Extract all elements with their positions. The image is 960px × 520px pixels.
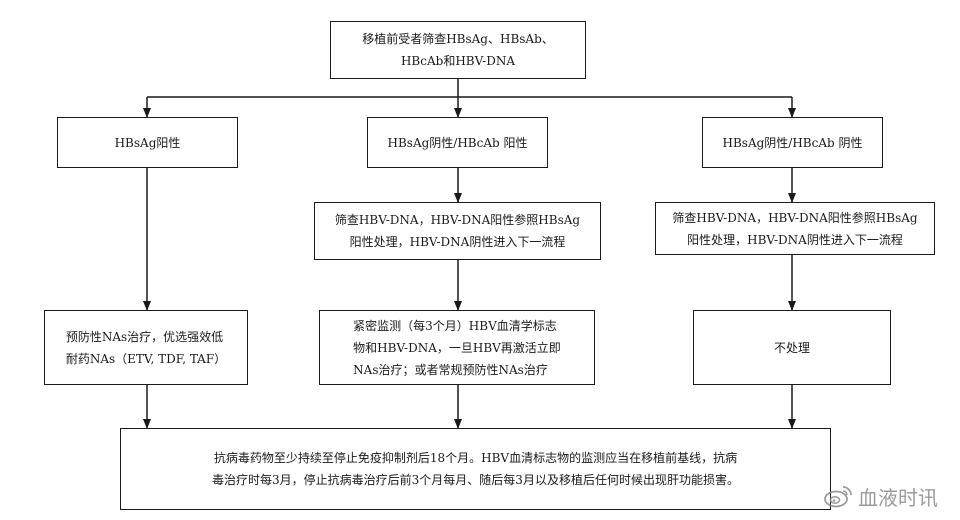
branch-2-screening-box: 筛查HBV-DNA，HBV-DNA阳性参照HBsAg 阳性处理，HBV-DNA阴… <box>314 202 601 260</box>
branch-2-treatment-line-3: NAs治疗；或者常规预防性NAs治疗 <box>353 362 548 377</box>
top-box-line-1: 移植前受者筛查HBsAg、HBsAb、 <box>362 32 554 46</box>
branch-2-status-box: HBsAg阴性/HBcAb 阳性 <box>367 117 548 168</box>
top-box-line-2: HBcAb和HBV-DNA <box>400 54 516 68</box>
branch-2-treatment-line-2: 物和HBV-DNA，一旦HBV再激活立即 <box>353 340 561 355</box>
branch-2-treatment-box: 紧密监测（每3个月）HBV血清学标志 物和HBV-DNA，一旦HBV再激活立即 … <box>319 310 595 385</box>
branch-2-status-label: HBsAg阴性/HBcAb 阳性 <box>387 135 528 150</box>
watermark: 血液时讯 <box>824 476 956 516</box>
branch-1-treatment-line-2: 耐药NAs（ETV, TDF, TAF） <box>65 351 227 366</box>
branch-2-treatment-line-1: 紧密监测（每3个月）HBV血清学标志 <box>353 318 557 333</box>
branch-2-screening-line-1: 筛查HBV-DNA，HBV-DNA阳性参照HBsAg <box>334 213 581 227</box>
branch-1-status-box: HBsAg阳性 <box>57 117 238 168</box>
branch-3-status-box: HBsAg阴性/HBcAb 阴性 <box>702 117 883 168</box>
weibo-icon <box>824 484 852 508</box>
branch-3-screening-line-2: 阳性处理，HBV-DNA阴性进入下一流程 <box>687 232 903 247</box>
bottom-summary-box: 抗病毒药物至少持续至停止免疫抑制剂后18个月。HBV血清标志物的监测应当在移植前… <box>120 428 831 510</box>
branch-3-treatment-label: 不处理 <box>773 340 810 355</box>
branch-3-treatment-box: 不处理 <box>693 310 891 385</box>
top-screening-box: 移植前受者筛查HBsAg、HBsAb、 HBcAb和HBV-DNA <box>330 21 586 79</box>
bottom-box-line-1: 抗病毒药物至少持续至停止免疫抑制剂后18个月。HBV血清标志物的监测应当在移植前… <box>213 451 738 465</box>
branch-2-screening-line-2: 阳性处理，HBV-DNA阴性进入下一流程 <box>349 235 566 249</box>
watermark-text: 血液时讯 <box>858 485 938 510</box>
branch-3-screening-box: 筛查HBV-DNA，HBV-DNA阳性参照HBsAg 阳性处理，HBV-DNA阴… <box>655 202 935 255</box>
bottom-box-line-2: 毒治疗时每3月，停止抗病毒治疗后前3个月每月、随后每3月以及移植后任何时候出现肝… <box>212 473 739 487</box>
branch-1-status-label: HBsAg阳性 <box>114 135 181 150</box>
branch-3-status-label: HBsAg阴性/HBcAb 阴性 <box>722 135 863 150</box>
branch-1-treatment-line-1: 预防性NAs治疗，优选强效低 <box>65 329 224 344</box>
branch-3-screening-line-1: 筛查HBV-DNA，HBV-DNA阳性参照HBsAg <box>672 210 918 225</box>
branch-1-treatment-box: 预防性NAs治疗，优选强效低 耐药NAs（ETV, TDF, TAF） <box>44 310 248 385</box>
